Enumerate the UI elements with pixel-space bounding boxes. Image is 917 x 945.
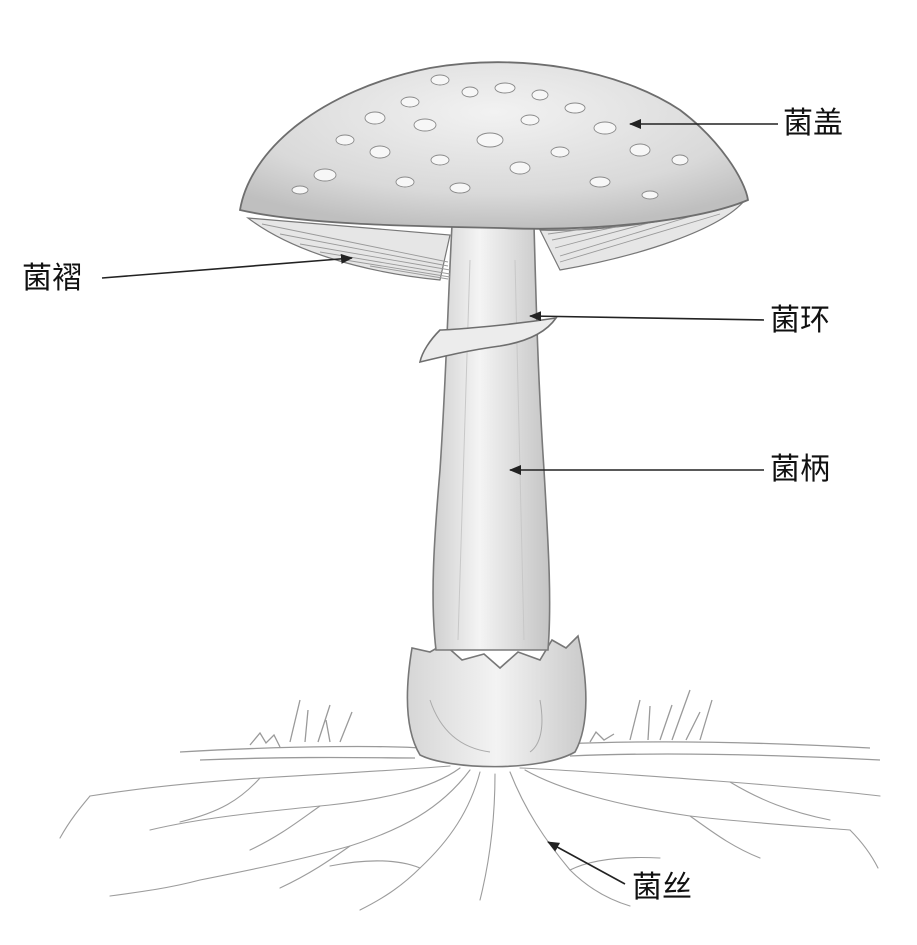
arrow-mycelium [547, 841, 626, 885]
label-gills: 菌褶 [22, 261, 82, 296]
label-mycelium: 菌丝 [632, 870, 692, 905]
arrow-ring [529, 311, 765, 322]
mycelium-threads [59, 765, 881, 911]
leader-arrows [101, 119, 778, 885]
stem [432, 224, 551, 651]
label-stem: 菌柄 [770, 452, 830, 487]
volva [406, 634, 587, 768]
label-cap: 菌盖 [783, 106, 843, 141]
cap [238, 61, 749, 281]
ring [418, 316, 558, 364]
label-ring: 菌环 [770, 303, 830, 338]
arrow-gills [101, 253, 353, 279]
ground-sketch [179, 689, 881, 761]
